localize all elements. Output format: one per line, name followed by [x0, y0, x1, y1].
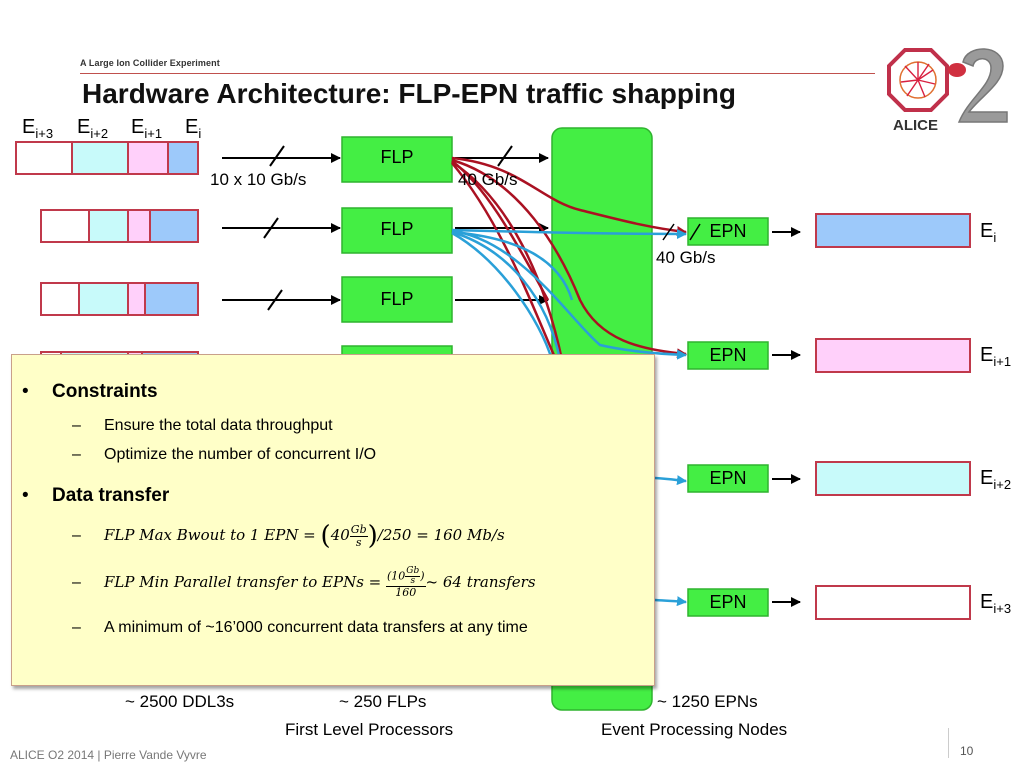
- epn-label-1: EPN: [709, 221, 747, 241]
- output-event-boxes: [815, 213, 971, 620]
- ddl-links: [222, 145, 341, 311]
- epn-in-rate-label: 40 Gb/s: [656, 248, 716, 267]
- epn-box-1: [687, 217, 769, 246]
- epn-count-label: ~ 1250 EPNs: [657, 692, 758, 711]
- page-number: 10: [960, 744, 974, 758]
- epn-output-links: [772, 227, 801, 607]
- epn-boxes: [687, 217, 769, 617]
- epn-box-3: [687, 464, 769, 493]
- output-event-label-4: Ei+3: [980, 591, 1012, 616]
- experiment-subtitle: A Large Ion Collider Experiment: [80, 58, 220, 68]
- epn-label-3: EPN: [709, 468, 747, 488]
- slide-title: Hardware Architecture: FLP-EPN traffic s…: [82, 78, 736, 109]
- flp-box-1: [341, 136, 453, 183]
- epn-inlink-slash: [662, 223, 701, 241]
- flp-label-1: FLP: [380, 147, 414, 167]
- output-event-2: [815, 338, 971, 373]
- epn-box-4: [687, 588, 769, 617]
- epn-label-4: EPN: [709, 592, 747, 612]
- output-event-label-1: Ei: [980, 220, 997, 245]
- output-event-3: [815, 461, 971, 496]
- output-event-4: [815, 585, 971, 620]
- logo-two: [957, 48, 1008, 123]
- output-event-label-3: Ei+2: [980, 467, 1012, 492]
- constraints-heading: •Constraints: [22, 381, 158, 402]
- input-event-label-3: Ei+1: [131, 116, 163, 141]
- blue-traffic-lines: [451, 228, 687, 361]
- flp-label-2: FLP: [380, 219, 414, 239]
- flp-box-3: [341, 276, 453, 323]
- input-event-label-4: Ei: [185, 116, 202, 141]
- constraint-item-2: –Optimize the number of concurrent I/O: [72, 446, 377, 463]
- ddl-rate-label: 10 x 10 Gb/s: [210, 170, 307, 189]
- epn-label-2: EPN: [709, 345, 747, 365]
- epn-description: Event Processing Nodes: [601, 720, 788, 739]
- data-transfer-heading: •Data transfer: [22, 485, 170, 506]
- lower-traffic-stubs: [654, 475, 687, 607]
- alice-o2-logo: ALICE: [887, 48, 1008, 134]
- flp-description: First Level Processors: [285, 720, 454, 739]
- input-event-label-2: Ei+2: [77, 116, 109, 141]
- input-event-label-1: Ei+3: [22, 116, 54, 141]
- input-event-row-2: [40, 209, 199, 243]
- footer-text: ALICE O2 2014 | Pierre Vande Vyvre: [10, 748, 207, 762]
- flp-label-3: FLP: [380, 289, 414, 309]
- logo-burst: [900, 62, 936, 98]
- flp-boxes: [341, 136, 453, 357]
- ddl-count-label: ~ 2500 DDL3s: [125, 692, 235, 711]
- logo-text: ALICE: [893, 117, 938, 134]
- flp-count-label: ~ 250 FLPs: [339, 692, 427, 711]
- epn-box-2: [687, 341, 769, 370]
- constraints-callout: •Constraints –Ensure the total data thro…: [11, 354, 655, 686]
- flp-switch-links: [455, 145, 549, 305]
- formula-min-parallel: –FLP Min Parallel transfer to EPNs = (10…: [72, 566, 536, 599]
- red-traffic-lines: [451, 156, 687, 361]
- input-event-row-3: [40, 282, 199, 316]
- header-divider: [80, 73, 875, 74]
- output-event-1: [815, 213, 971, 248]
- constraint-item-1: –Ensure the total data throughput: [72, 417, 333, 434]
- input-event-row-1: [15, 141, 199, 175]
- footer-divider: [948, 728, 949, 758]
- flp-out-rate-label: 40 Gb/s: [458, 170, 518, 189]
- concurrent-transfers-item: –A minimum of ~16’000 concurrent data tr…: [72, 619, 528, 636]
- output-event-label-2: Ei+1: [980, 344, 1012, 369]
